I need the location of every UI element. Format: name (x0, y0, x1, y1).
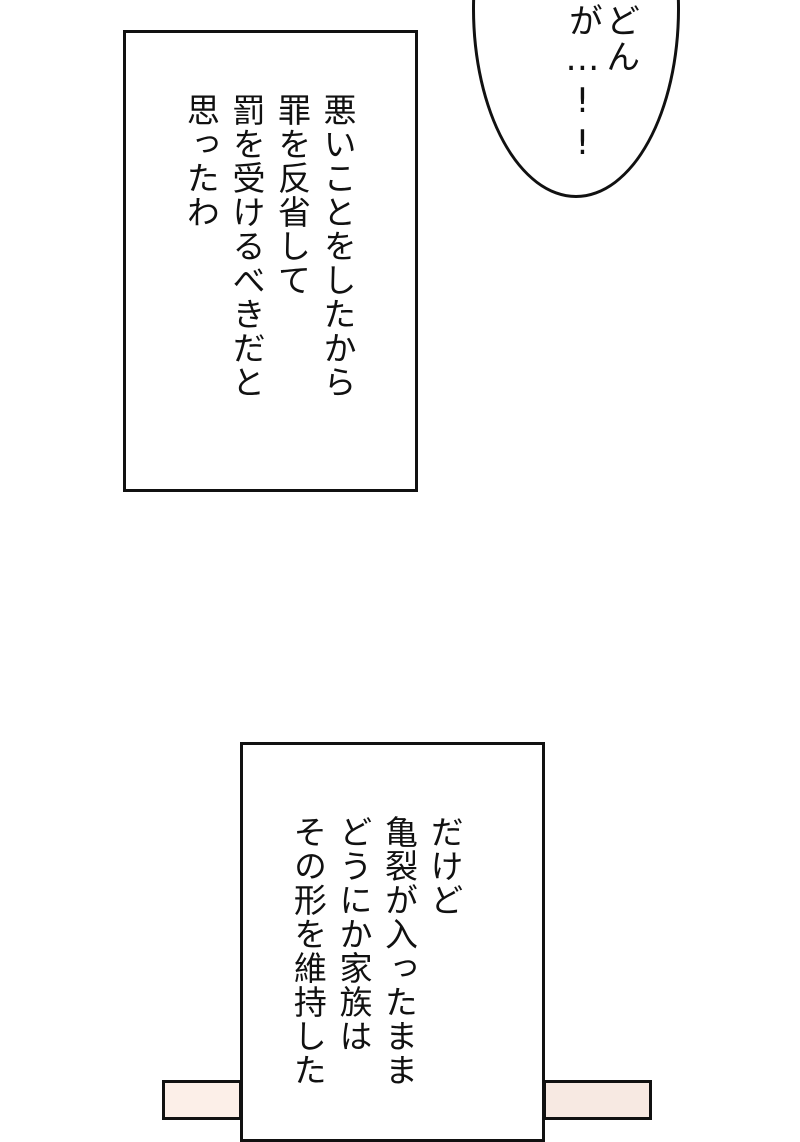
next-panel-right (543, 1080, 652, 1120)
narration-box-2: だけど 亀裂が入ったまま どうにか家族は その形を維持した (240, 742, 545, 1142)
narration-1-line-3: 罰を受けるべきだと (226, 93, 266, 399)
narration-1-line-2: 罪を反省して (272, 93, 312, 297)
speech-bubble: どんが…!! (472, 0, 680, 198)
narration-1-line-4: 思ったわ (181, 93, 221, 229)
narration-2-text: だけど 亀裂が入ったまま どうにか家族は その形を維持した (285, 815, 467, 1087)
narration-box-1: 悪いことをしたから 罪を反省して 罰を受けるべきだと 思ったわ (123, 30, 418, 492)
next-panel-left (162, 1080, 242, 1120)
narration-1-text: 悪いことをしたから 罪を反省して 罰を受けるべきだと 思ったわ (178, 93, 360, 399)
speech-bubble-text: どんが…!! (562, 3, 640, 165)
narration-2-line-1: だけど (425, 815, 464, 917)
narration-2-line-3: どうにか家族は (333, 815, 373, 1053)
narration-2-line-4: その形を維持した (288, 815, 328, 1087)
narration-2-line-2: 亀裂が入ったまま (379, 815, 419, 1087)
narration-1-line-1: 悪いことをしたから (318, 93, 357, 399)
